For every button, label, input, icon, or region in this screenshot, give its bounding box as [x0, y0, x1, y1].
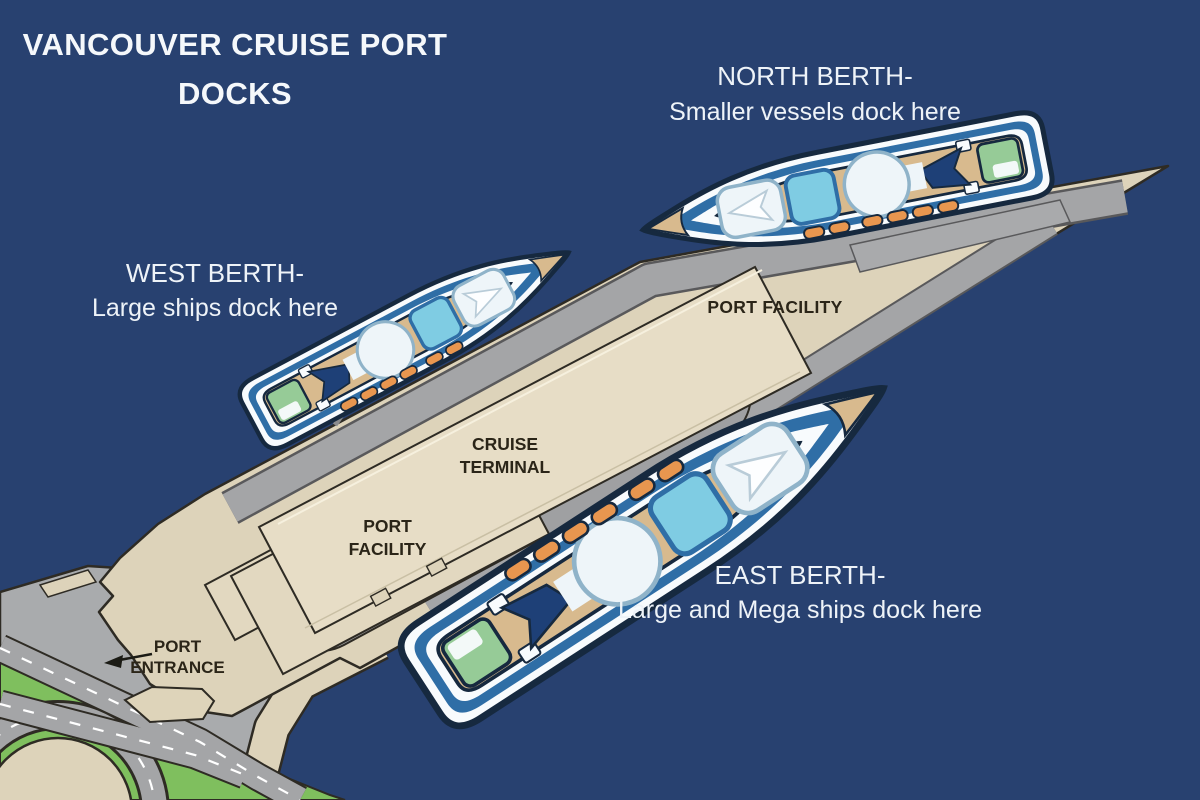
port-entrance-arrow — [104, 652, 153, 668]
shore-curb — [38, 569, 98, 598]
small-block — [123, 685, 216, 724]
cruise-terminal-building — [257, 265, 813, 635]
buildings — [123, 265, 813, 724]
roads — [0, 634, 307, 800]
